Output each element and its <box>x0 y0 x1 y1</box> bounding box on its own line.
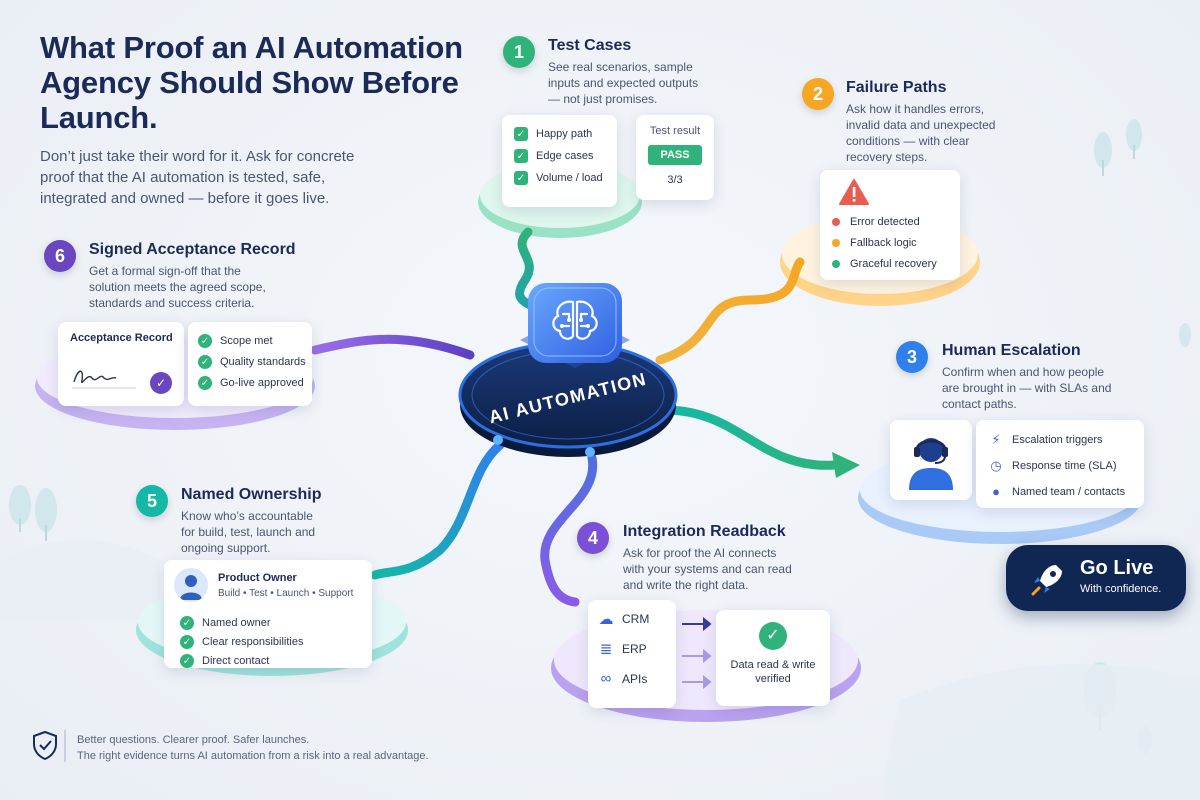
go-live-sub: With confidence. <box>1080 583 1162 595</box>
sync-arrows <box>682 616 712 690</box>
record-title: Acceptance Record <box>70 332 173 344</box>
acceptance-item: ✓Scope met <box>198 334 302 348</box>
step-2-desc: Ask how it handles errors, invalid data … <box>846 102 996 164</box>
test-result-label: Test result <box>649 125 701 137</box>
step-4-desc: Ask for proof the AI connects with your … <box>623 546 792 592</box>
ownership-item: ✓Named owner <box>180 616 304 630</box>
signature-graphic <box>72 370 136 389</box>
check-icon: ✓ <box>198 355 212 369</box>
step-4-title: Integration Readback <box>623 523 786 540</box>
test-cases-card: ✓Happy path ✓Edge cases ✓Volume / load <box>502 115 617 207</box>
shield-check-icon <box>32 730 58 761</box>
step-5-title: Named Ownership <box>181 486 322 503</box>
lightning-icon: ⚡ <box>991 432 1001 447</box>
checklist-item: ✓Volume / load <box>514 171 605 185</box>
support-agent-icon <box>903 428 959 495</box>
checklist-item: ✓Happy path <box>514 127 605 141</box>
check-icon: ✓ <box>514 127 528 141</box>
acceptance-item: ✓Quality standards <box>198 355 306 369</box>
check-icon: ✓ <box>180 654 194 668</box>
escalation-item: ●Named team / contacts <box>988 484 1132 499</box>
system-item: ∞APIs <box>598 670 666 687</box>
owner-avatar <box>174 568 208 602</box>
step-5-desc: Know who’s accountable for build, test, … <box>181 509 316 555</box>
ownership-item: ✓Direct contact <box>180 654 304 668</box>
ownership-item: ✓Clear responsibilities <box>180 635 304 649</box>
acceptance-item: ✓Go-live approved <box>198 376 304 390</box>
step-5-badge: 5 <box>136 485 168 517</box>
failure-item: Graceful recovery <box>832 258 937 270</box>
footer-divider <box>64 730 66 762</box>
warning-icon <box>838 178 870 206</box>
failure-item: Fallback logic <box>832 237 937 249</box>
failure-item: Error detected <box>832 216 937 228</box>
step-1-desc: See real scenarios, sample inputs and ex… <box>548 60 699 106</box>
check-icon: ✓ <box>514 149 528 163</box>
step-6-desc: Get a formal sign-off that the solution … <box>89 264 266 310</box>
go-live-title: Go Live <box>1080 557 1154 579</box>
step-3-desc: Confirm when and how people are brought … <box>942 365 1112 411</box>
escalation-item: ⚡Escalation triggers <box>988 432 1132 448</box>
brain-icon <box>545 296 605 346</box>
pass-badge: PASS <box>648 145 702 165</box>
check-icon: ✓ <box>180 616 194 630</box>
status-dot <box>832 218 840 226</box>
check-icon: ✓ <box>198 376 212 390</box>
acceptance-checklist-card: ✓Scope met ✓Quality standards ✓Go-live a… <box>188 322 312 406</box>
link-icon: ∞ <box>600 670 612 687</box>
approved-check-icon: ✓ <box>150 372 172 394</box>
rocket-icon <box>1028 559 1068 604</box>
acceptance-record-card: Acceptance Record ✓ <box>58 322 184 406</box>
footer-line-1: Better questions. Clearer proof. Safer l… <box>77 734 310 746</box>
check-icon: ✓ <box>198 334 212 348</box>
agent-avatar-card <box>890 420 972 500</box>
check-icon: ✓ <box>514 171 528 185</box>
step-4-badge: 4 <box>577 522 609 554</box>
step-6-badge: 6 <box>44 240 76 272</box>
verified-text: Data read & write verified <box>730 659 816 685</box>
verified-card: ✓ Data read & write verified <box>716 610 830 706</box>
go-live-button[interactable]: Go Live With confidence. <box>1006 545 1186 611</box>
test-result-count: 3/3 <box>667 174 683 186</box>
hub-graphic <box>458 283 678 457</box>
footer-line-2: The right evidence turns AI automation f… <box>77 750 429 762</box>
step-3-title: Human Escalation <box>942 342 1081 359</box>
page-title: What Proof an AI Automation Agency Shoul… <box>40 30 463 135</box>
step-1-title: Test Cases <box>548 37 632 54</box>
status-dot <box>832 260 840 268</box>
system-item: ≣ERP <box>599 641 647 658</box>
check-icon: ✓ <box>180 635 194 649</box>
owner-title: Product Owner <box>218 572 297 584</box>
systems-card: ☁CRM ≣ERP ∞APIs <box>588 600 676 708</box>
status-dot <box>832 239 840 247</box>
step-6-title: Signed Acceptance Record <box>89 241 296 258</box>
step-3-badge: 3 <box>896 341 928 373</box>
checklist-item: ✓Edge cases <box>514 149 605 163</box>
owner-sub: Build • Test • Launch • Support <box>218 588 354 599</box>
page-subtitle: Don’t just take their word for it. Ask f… <box>40 148 355 207</box>
cloud-icon: ☁ <box>598 611 614 628</box>
step-1-badge: 1 <box>503 36 535 68</box>
step-2-badge: 2 <box>802 78 834 110</box>
test-result-card: Test result PASS 3/3 <box>636 115 714 200</box>
failure-paths-card: Error detected Fallback logic Graceful r… <box>820 170 960 280</box>
database-icon: ≣ <box>599 641 613 658</box>
verified-check-icon: ✓ <box>759 622 787 650</box>
ownership-card: Product Owner Build • Test • Launch • Su… <box>164 560 372 668</box>
escalation-card: ⚡Escalation triggers ◷Response time (SLA… <box>976 420 1144 508</box>
escalation-item: ◷Response time (SLA) <box>988 458 1132 474</box>
step-2-title: Failure Paths <box>846 79 947 96</box>
system-item: ☁CRM <box>598 611 650 628</box>
person-icon: ● <box>992 484 1000 499</box>
clock-icon: ◷ <box>990 458 1002 473</box>
